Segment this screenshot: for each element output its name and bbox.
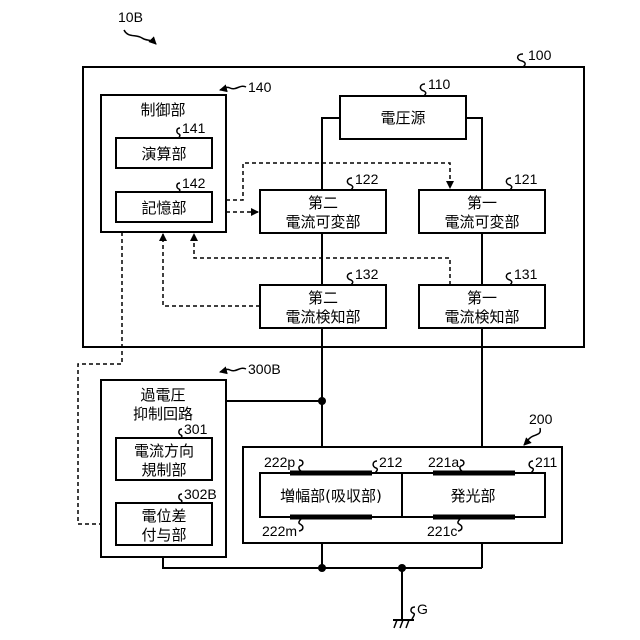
main-unit-leader (518, 54, 526, 67)
first-current-detector-line1: 第一 (467, 289, 497, 307)
storage-unit-label: 記憶部 (141, 199, 186, 217)
first-current-detector-ref: 131 (514, 266, 538, 282)
storage-unit-ref: 142 (182, 175, 206, 191)
junction-left-ground (318, 564, 326, 572)
overvoltage-circuit-line1: 過電圧 (140, 386, 185, 404)
first-current-detector-line2: 電流検知部 (444, 308, 519, 326)
potential-diff-unit-line2: 付与部 (141, 526, 186, 544)
second-current-detector-line2: 電流検知部 (285, 308, 360, 326)
arithmetic-unit-ref: 141 (182, 120, 206, 136)
main-unit-ref: 100 (528, 47, 552, 63)
potential-diff-unit-ref: 302B (184, 486, 217, 502)
ground-ref: G (417, 601, 428, 617)
second-current-variable-line2: 電流可変部 (285, 213, 360, 231)
device-ref-arrow (524, 428, 540, 445)
controller-ref: 140 (248, 79, 272, 95)
system-ref-arrow (124, 30, 156, 44)
electrode-222p-ref: 222p (264, 454, 295, 470)
arithmetic-unit-label: 演算部 (141, 145, 186, 163)
emitter-label: 発光部 (450, 487, 495, 505)
electrode-222m-ref: 222m (262, 523, 297, 539)
second-current-variable-ref: 122 (355, 171, 379, 187)
second-current-detector-line1: 第二 (308, 289, 338, 307)
voltage-source-ref: 110 (428, 76, 451, 92)
electrode-221a-ref: 221a (428, 454, 459, 470)
controller-label: 制御部 (140, 101, 185, 119)
overvoltage-circuit-ref: 300B (248, 361, 281, 377)
first-current-variable-ref: 121 (514, 171, 538, 187)
device-ref: 200 (529, 411, 553, 427)
junction-overvoltage (318, 397, 326, 405)
potential-diff-unit-line1: 電位差 (141, 507, 186, 525)
ground-icon (393, 620, 414, 628)
first-current-variable-line1: 第一 (467, 194, 497, 212)
amplifier-ref: 212 (379, 454, 403, 470)
direction-regulator-line2: 規制部 (141, 461, 186, 479)
first-current-variable-line2: 電流可変部 (444, 213, 519, 231)
voltage-source-label: 電圧源 (380, 109, 425, 127)
overvoltage-circuit-ref-arrow (220, 368, 246, 372)
ground-leader (411, 607, 415, 619)
direction-regulator-line1: 電流方向 (134, 442, 194, 460)
direction-regulator-ref: 301 (184, 421, 208, 437)
amplifier-label: 増幅部(吸収部) (280, 487, 382, 505)
emitter-ref: 211 (535, 454, 558, 470)
electrode-221c-ref: 221c (427, 523, 457, 539)
system-ref-label: 10B (118, 9, 143, 25)
second-current-detector-ref: 132 (355, 266, 379, 282)
second-current-variable-line1: 第二 (308, 194, 338, 212)
